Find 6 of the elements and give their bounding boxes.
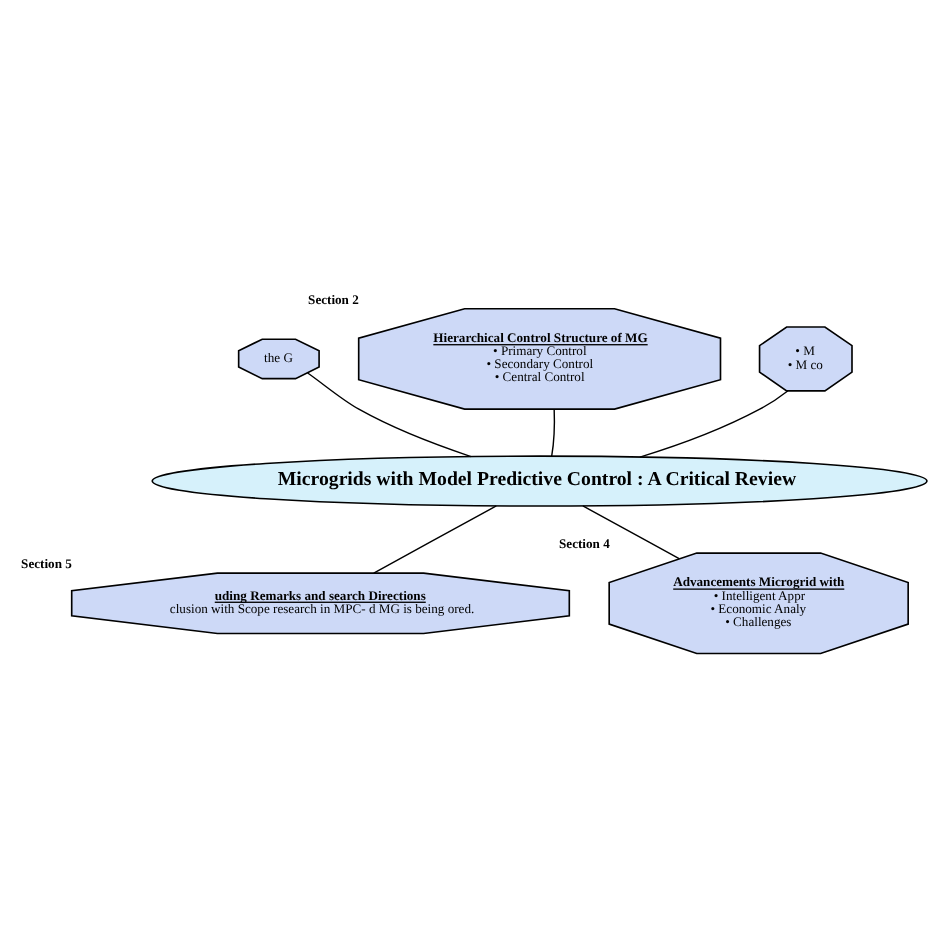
- connector: [306, 372, 472, 458]
- connector: [582, 505, 680, 560]
- node-ellipse: Microgrids with Model Predictive Control : A Critical Review: [151, 455, 928, 507]
- connector: [639, 390, 789, 458]
- connector: [551, 408, 556, 457]
- connector: [373, 505, 497, 574]
